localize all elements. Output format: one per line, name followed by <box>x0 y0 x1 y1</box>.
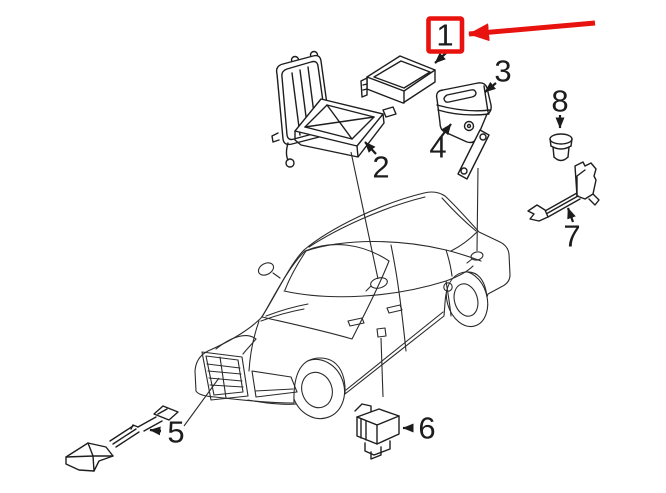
front-door-handle <box>347 317 365 327</box>
rear-door-handle <box>386 304 403 314</box>
arrow-to-part3 <box>484 81 497 93</box>
leader-lines <box>183 151 479 427</box>
part-2-mounting-tray <box>271 50 397 168</box>
side-mirror <box>257 262 281 279</box>
callout-label-2[interactable]: 2 <box>372 149 390 185</box>
wiper-lines <box>260 303 309 322</box>
callout-label-5[interactable]: 5 <box>167 414 185 450</box>
windshield <box>261 244 390 340</box>
headlight <box>251 370 298 398</box>
callout-label-1[interactable]: 1 <box>436 17 454 53</box>
beltline <box>283 265 474 298</box>
fender-crease <box>248 320 260 372</box>
part-7-bracket-arm <box>527 161 600 222</box>
callout-label-8[interactable]: 8 <box>551 83 569 119</box>
door-sensor-location <box>376 327 387 338</box>
roof-edge-line <box>308 196 426 248</box>
grille <box>201 351 249 401</box>
arrow-to-part4 <box>440 123 452 138</box>
callout-label-4[interactable]: 4 <box>429 129 447 165</box>
leader-door-to-part6 <box>380 337 384 398</box>
leader-part34-to-shelf <box>476 167 479 252</box>
arrow-to-part2 <box>364 141 377 155</box>
part-5-antenna-bracket <box>65 405 179 472</box>
rear-window-line <box>441 197 477 232</box>
highlight-arrow <box>468 20 596 42</box>
c-pillar-line <box>445 249 453 277</box>
part-1-control-module <box>360 55 436 104</box>
hood-crease <box>215 335 257 350</box>
part-6-sensor-box <box>354 403 400 460</box>
rear-deck-line <box>450 231 478 252</box>
rear-door-seam <box>445 280 452 317</box>
highlight-box <box>426 16 465 54</box>
callout-label-6[interactable]: 6 <box>418 410 436 446</box>
a-pillar-line <box>284 250 307 291</box>
leader-grille-to-part5 <box>183 377 220 427</box>
arrow-to-part1 <box>434 52 447 64</box>
arrow-to-part5 <box>149 426 162 436</box>
fuel-door <box>443 282 453 292</box>
b-pillar-line <box>390 244 407 352</box>
sill-line <box>345 311 444 391</box>
callout-label-3[interactable]: 3 <box>494 53 512 89</box>
car-illustration <box>194 191 511 420</box>
callout-label-7[interactable]: 7 <box>563 218 581 254</box>
arrow-to-part7 <box>566 207 576 223</box>
leader-part2-to-roof <box>350 151 379 280</box>
callout-arrows <box>149 52 576 436</box>
bumper-line <box>247 399 297 405</box>
hood-crease-2 <box>242 338 257 355</box>
rear-shelf-location <box>466 251 484 264</box>
part-8-grommet <box>549 133 573 162</box>
highlight-annotation <box>426 16 596 54</box>
